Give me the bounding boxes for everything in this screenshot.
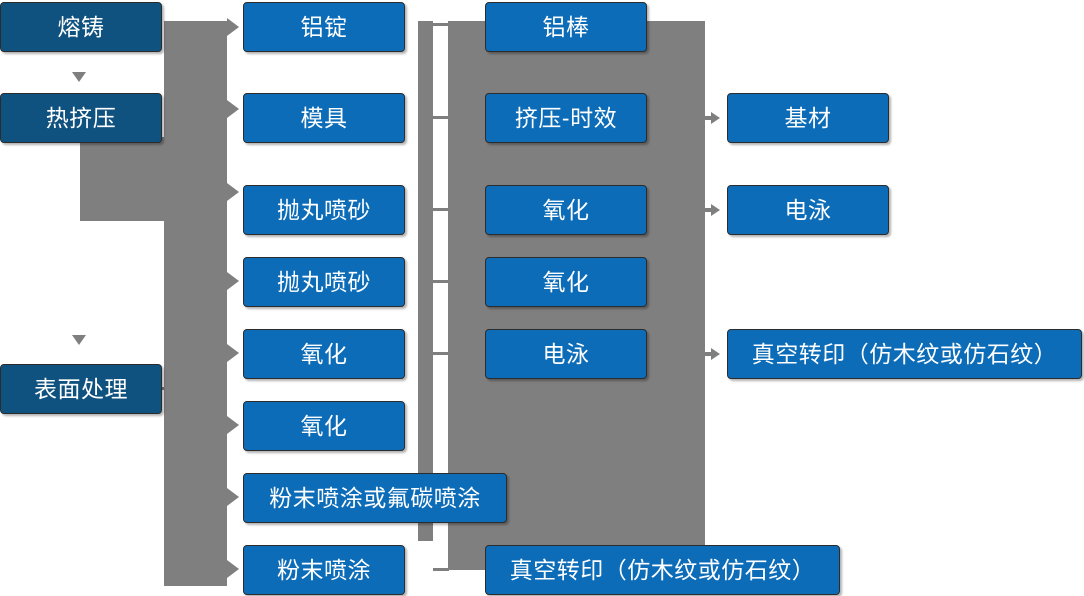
process-box-powder-coating[interactable]: 粉末喷涂 [243,545,405,595]
output-box-vacuum-transfer-printing[interactable]: 真空转印（仿木纹或仿石纹） [727,329,1082,379]
process-label: 氧化 [300,412,348,439]
tie-line-2 [433,116,449,119]
treatment-label: 真空转印（仿木纹或仿石纹） [509,556,816,583]
process-box-shot-blasting-1[interactable]: 抛丸喷砂 [243,185,405,235]
arrowhead-to-substrate [711,112,720,124]
stage-label: 热挤压 [45,104,117,131]
treatment-box-extrusion-aging[interactable]: 挤压-时效 [485,93,647,143]
output-label: 电泳 [784,196,832,223]
stage-box-surface-treatment[interactable]: 表面处理 [0,364,162,414]
treatment-label: 氧化 [542,196,590,223]
connector-notch-mask-2 [0,155,80,361]
process-label: 铝锭 [300,13,348,40]
process-label: 抛丸喷砂 [277,196,371,223]
stage-box-hot-extrusion[interactable]: 热挤压 [0,93,162,143]
tie-line-5 [433,352,449,355]
treatment-box-aluminum-bar[interactable]: 铝棒 [485,2,647,52]
treatment-box-oxidation-2[interactable]: 氧化 [485,257,647,307]
tie-line-4 [433,280,449,283]
stage-label: 表面处理 [34,375,128,402]
arrowhead-to-vacuum-transfer [711,348,720,360]
treatment-label: 挤压-时效 [514,104,618,131]
process-label: 粉末喷涂或氟碳喷涂 [269,484,481,511]
tie-line-6 [433,568,449,571]
process-label: 模具 [300,104,348,131]
connector-notch-mask-3 [80,221,164,361]
process-box-aluminum-ingot[interactable]: 铝锭 [243,2,405,52]
arrowhead-to-oxidation-1 [227,344,239,362]
arrow-down-extrude [72,335,86,345]
connector-rail-thin [418,21,433,541]
process-label: 氧化 [300,340,348,367]
process-box-oxidation-1[interactable]: 氧化 [243,329,405,379]
output-box-electrophoresis[interactable]: 电泳 [727,185,889,235]
arrowhead-to-shotblast-1 [227,183,239,201]
connector-trunk-left-main [164,21,227,586]
arrowhead-to-powder-fluorocarbon [227,488,239,506]
arrowhead-to-powder-coating [227,560,239,578]
treatment-box-vacuum-transfer-printing[interactable]: 真空转印（仿木纹或仿石纹） [485,545,840,595]
arrow-down-melt [72,72,86,82]
treatment-label: 铝棒 [542,13,590,40]
connector-stub-surface-treatment [160,387,180,390]
output-box-substrate[interactable]: 基材 [727,93,889,143]
treatment-box-oxidation-1[interactable]: 氧化 [485,185,647,235]
process-box-powder-or-fluorocarbon-coating[interactable]: 粉末喷涂或氟碳喷涂 [243,473,507,523]
stage-label: 熔铸 [57,13,105,40]
process-box-oxidation-2[interactable]: 氧化 [243,401,405,451]
process-label: 抛丸喷砂 [277,268,371,295]
output-label: 真空转印（仿木纹或仿石纹） [751,340,1058,367]
treatment-label: 氧化 [542,268,590,295]
tie-line-3 [433,208,449,211]
arrowhead-to-oxidation-2 [227,416,239,434]
output-label: 基材 [784,104,832,131]
stage-box-melting-casting[interactable]: 熔铸 [0,2,162,52]
tie-line-1 [433,23,449,26]
process-label: 粉末喷涂 [277,556,371,583]
arrowhead-to-mould [227,100,239,118]
arrowhead-to-shotblast-2 [227,272,239,290]
process-box-mould[interactable]: 模具 [243,93,405,143]
arrowhead-to-ingot [227,18,239,36]
treatment-box-electrophoresis[interactable]: 电泳 [485,329,647,379]
process-box-shot-blasting-2[interactable]: 抛丸喷砂 [243,257,405,307]
treatment-label: 电泳 [542,340,590,367]
arrowhead-to-electrophoresis [711,204,720,216]
